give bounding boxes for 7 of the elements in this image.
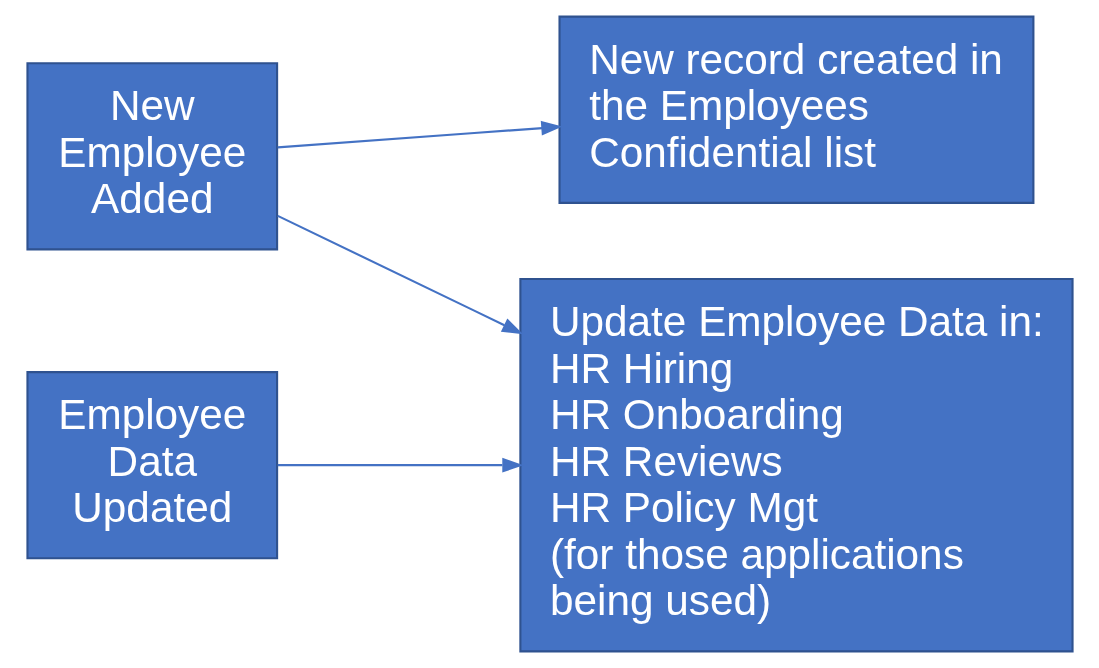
node-box: Employee Data Updated	[25, 371, 278, 560]
arrow	[276, 214, 523, 335]
node-box: New Employee Added	[25, 62, 278, 251]
arrow	[277, 457, 523, 473]
node-box: New record created in the Employees Confidential list	[557, 15, 1034, 204]
arrow	[277, 120, 562, 149]
node-box: Update Employee Data in: HR Hiring HR Onboarding HR Reviews HR Policy Mgt (for those applications being used)	[518, 277, 1074, 653]
